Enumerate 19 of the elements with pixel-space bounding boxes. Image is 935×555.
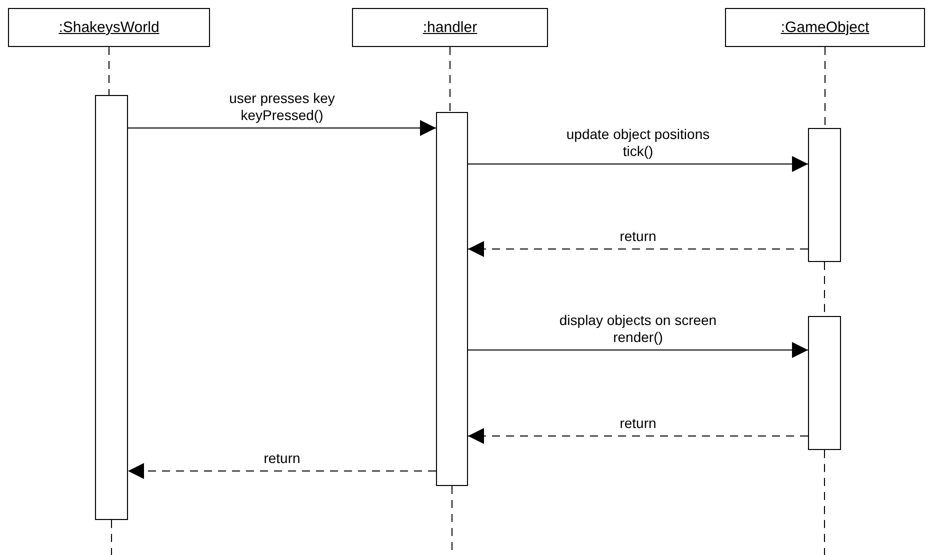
object-box	[352, 8, 548, 47]
return-arrow	[468, 428, 808, 444]
object-box	[8, 8, 210, 47]
object-name: :GameObject	[780, 19, 870, 36]
message-arrow	[128, 120, 436, 136]
return-arrow	[128, 463, 436, 479]
object-name: :handler	[422, 19, 478, 36]
activation-bar	[808, 128, 841, 262]
lifeline	[111, 520, 112, 555]
activation-bar	[95, 95, 128, 520]
lifeline	[824, 450, 825, 555]
message-arrow	[468, 342, 808, 358]
activation-bar	[436, 112, 468, 486]
object-name: :ShakeysWorld	[58, 19, 160, 36]
message-arrow	[468, 156, 808, 172]
object-box	[725, 8, 925, 47]
return-arrow	[468, 241, 808, 257]
activation-bar	[808, 316, 841, 450]
lifeline	[108, 46, 110, 96]
